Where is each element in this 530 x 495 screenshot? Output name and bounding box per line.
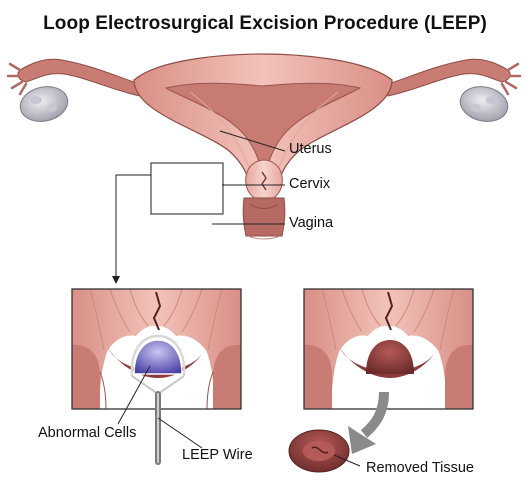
label-vagina: Vagina xyxy=(289,215,334,231)
removal-arrow xyxy=(348,391,389,454)
connector-arrow xyxy=(112,174,151,284)
label-leep-wire: LEEP Wire xyxy=(182,447,253,463)
uterus-body xyxy=(133,53,393,240)
leader-lines xyxy=(212,130,286,225)
removed-tissue xyxy=(288,429,350,473)
diagram-title: Loop Electrosurgical Excision Procedure … xyxy=(43,13,487,34)
panel-after-frame xyxy=(303,288,474,410)
fallopian-tubes xyxy=(6,58,522,97)
label-cervix: Cervix xyxy=(289,176,331,192)
panel-after xyxy=(303,288,474,410)
label-uterus: Uterus xyxy=(289,141,332,157)
panel-before xyxy=(71,288,242,465)
label-removed-tissue: Removed Tissue xyxy=(366,460,474,476)
ovaries xyxy=(19,86,509,122)
cervix-highlight-box xyxy=(150,162,224,215)
label-abnormal-cells: Abnormal Cells xyxy=(38,425,137,441)
